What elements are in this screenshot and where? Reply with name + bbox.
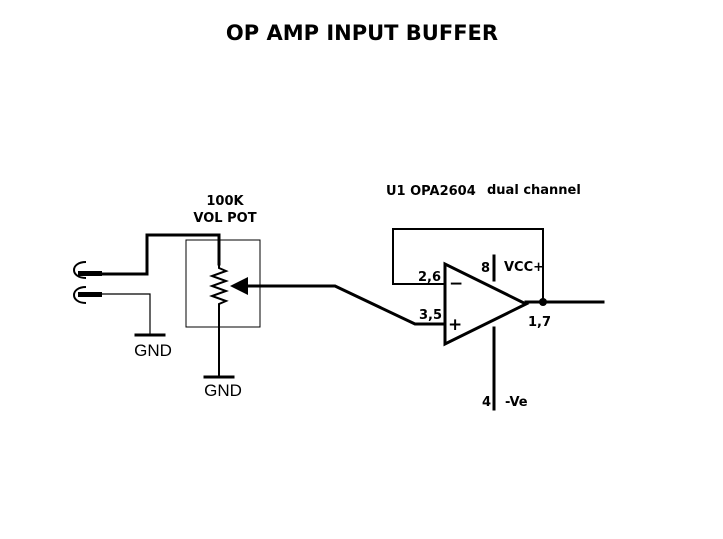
feedback-wire — [392, 228, 544, 302]
minus-sign: − — [449, 274, 463, 294]
pot-wiper-arrow — [230, 277, 248, 295]
signal-wire-jack-to-pot — [100, 233, 221, 276]
vcc-label: VCC+ — [504, 260, 544, 275]
signal-wire-wiper-to-opamp — [246, 284, 447, 326]
pot-resistor-element — [209, 264, 229, 308]
pot-ground-label: GND — [204, 381, 242, 400]
pot-enclosure-box — [185, 239, 261, 328]
plus-sign: + — [448, 315, 462, 335]
output-pins-label: 1,7 — [528, 315, 551, 330]
opamp-label-group: U1 OPA2604 dual channel — [386, 183, 581, 199]
input-jack — [73, 261, 102, 304]
page-title: OP AMP INPUT BUFFER — [226, 21, 498, 45]
jack-ground-label: GND — [134, 341, 172, 360]
output-junction-dot — [539, 298, 547, 306]
pot-value-label: 100K — [206, 194, 244, 209]
vcc-pin-label: 8 — [481, 261, 490, 276]
opamp-symbol — [443, 261, 530, 347]
vee-pin-label: 4 — [482, 395, 491, 410]
vee-label: -Ve — [505, 395, 528, 410]
pot-name-label: VOL POT — [193, 211, 256, 226]
inverting-pins-label: 2,6 — [418, 270, 441, 285]
opamp-description-label: dual channel — [487, 183, 581, 198]
opamp-ref-label: U1 OPA2604 — [386, 184, 476, 199]
ground-wire-jack — [102, 293, 151, 334]
noninverting-pins-label: 3,5 — [419, 308, 442, 323]
